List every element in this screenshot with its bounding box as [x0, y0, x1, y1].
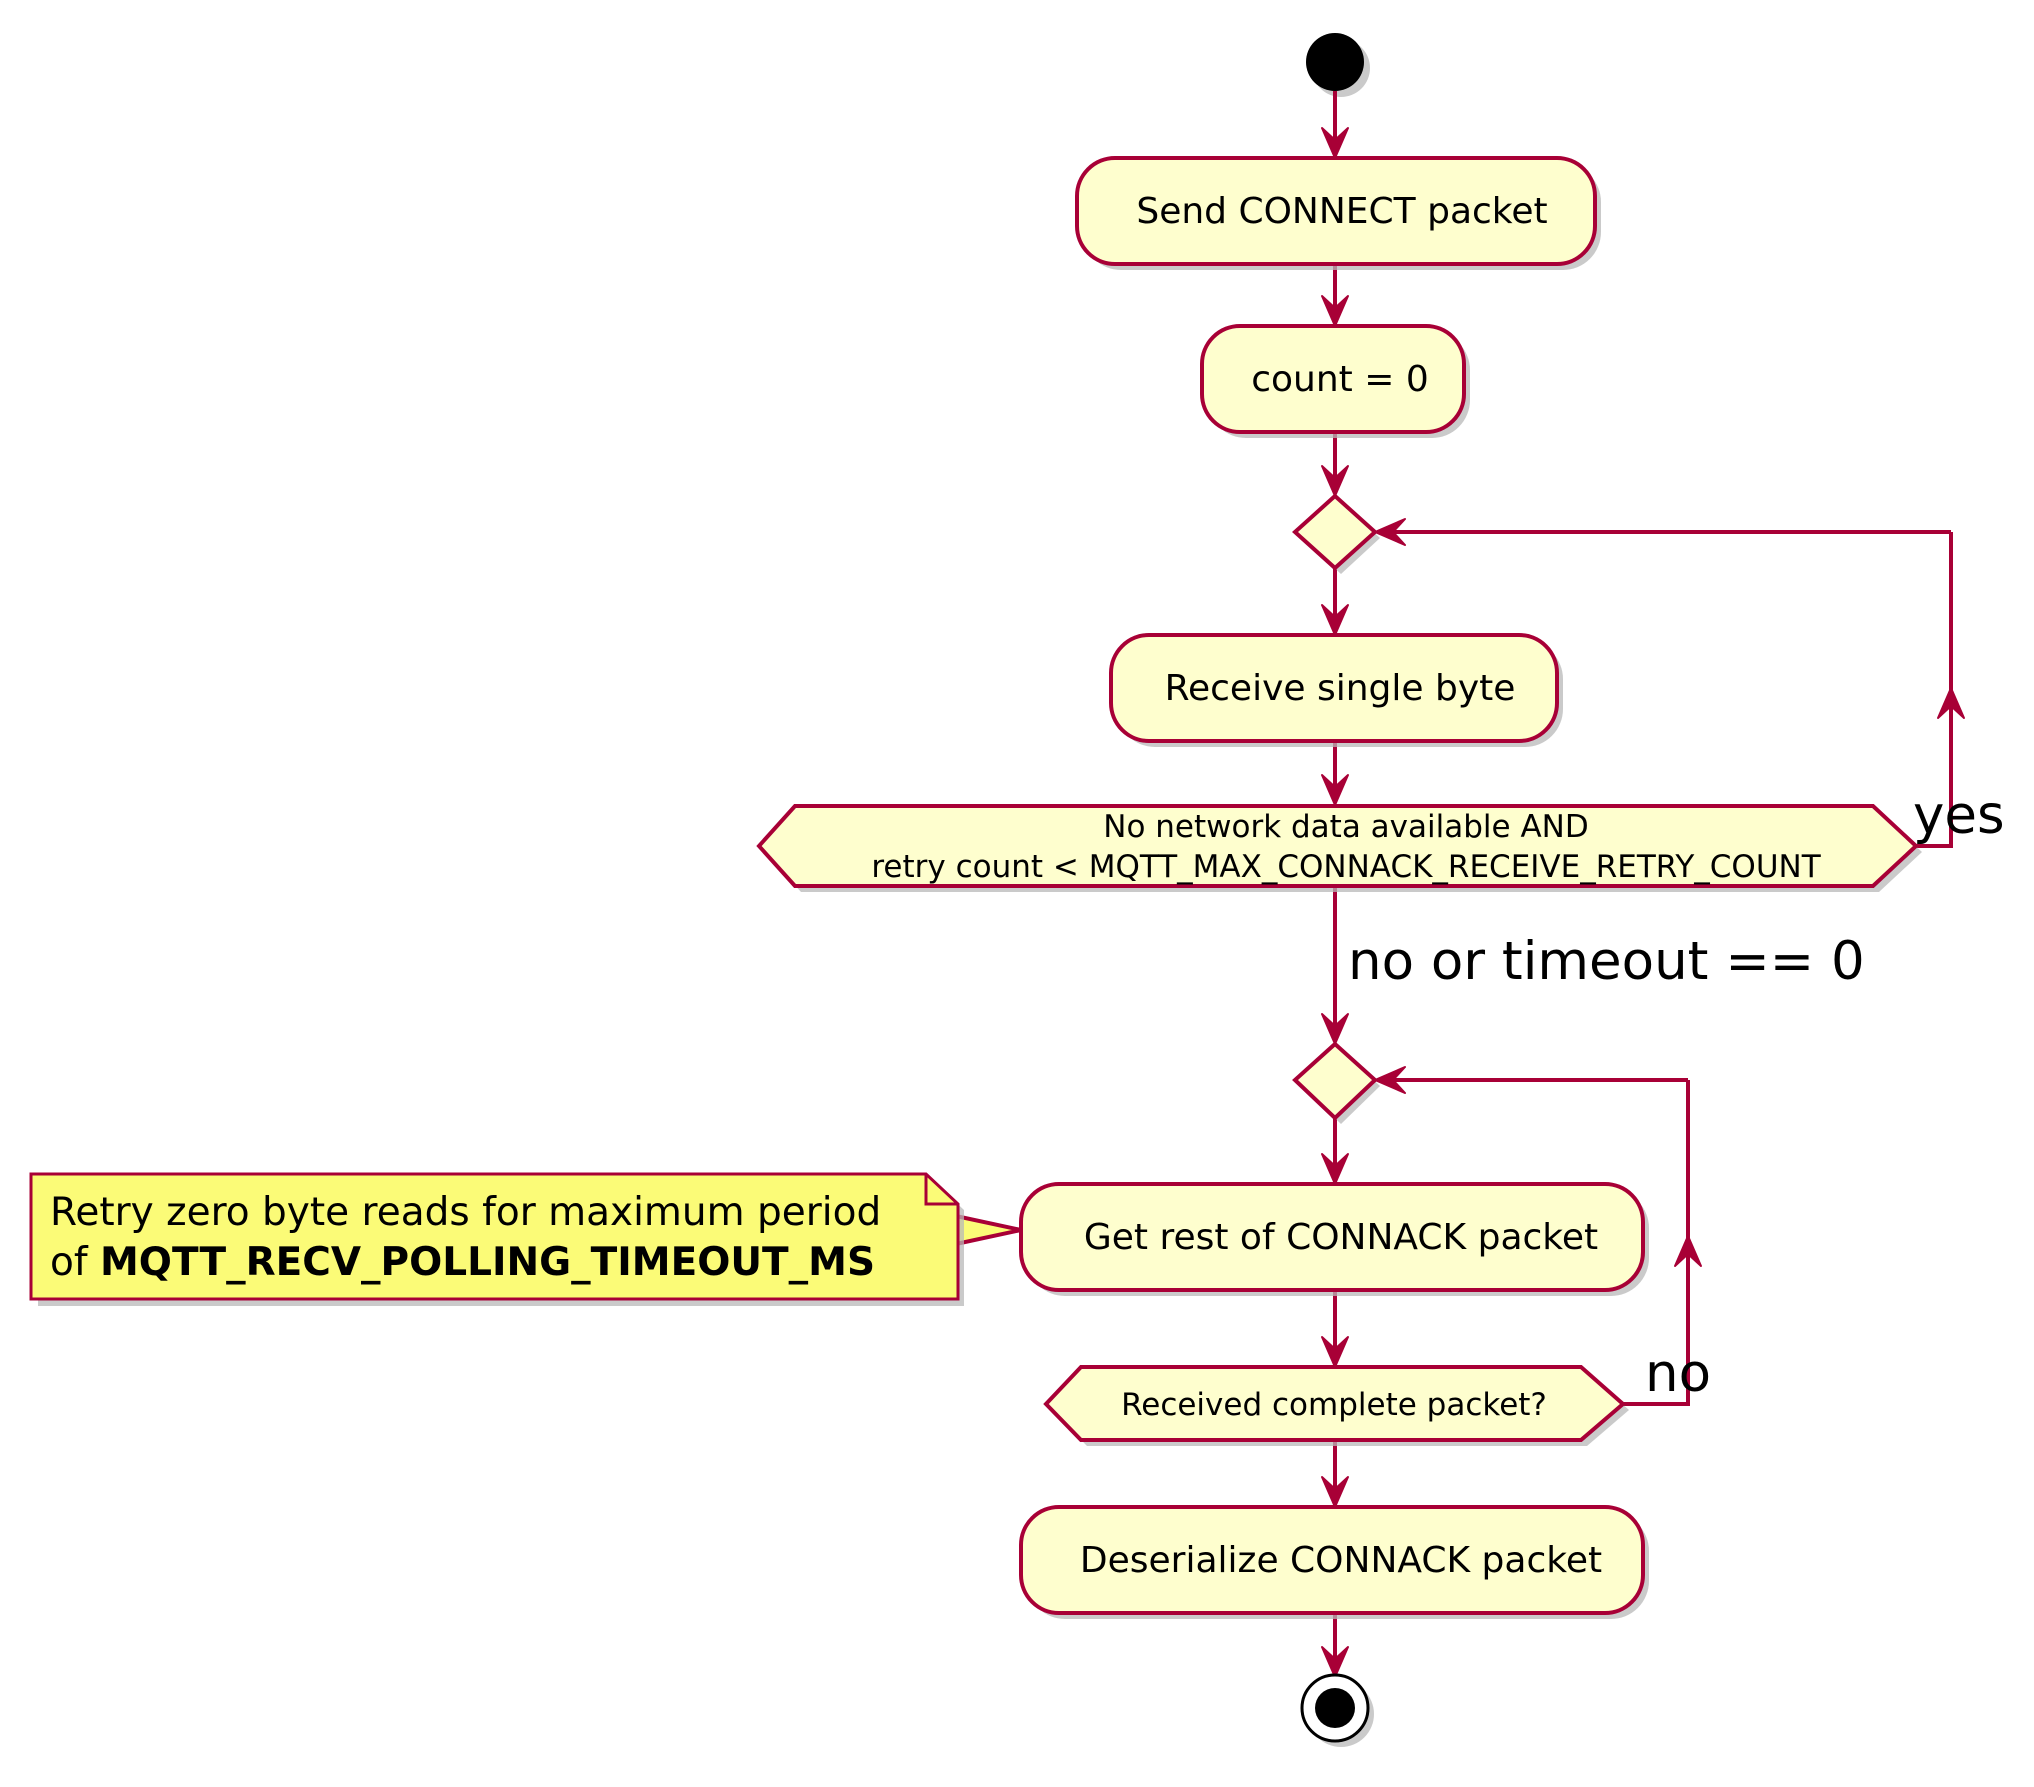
- merge-diamond-2: [1292, 1041, 1380, 1124]
- retry-condition-line2: retry count < MQTT_MAX_CONNACK_RECEIVE_R…: [871, 849, 1821, 885]
- action-send-connect: Send CONNECT packet: [1075, 156, 1601, 270]
- note-retry-zero-byte: Retry zero byte reads for maximum period…: [29, 1172, 964, 1306]
- retry-condition-line1: No network data available AND: [1103, 809, 1588, 845]
- svg-text:Retry zero byte reads for maxi: Retry zero byte reads for maximum period: [50, 1190, 881, 1235]
- action-get-rest: Get rest of CONNACK packet: [1019, 1182, 1649, 1296]
- start-node: [1306, 33, 1370, 97]
- end-node: [1300, 1673, 1374, 1747]
- count-init-label: count = 0: [1251, 359, 1429, 400]
- svg-text:of MQTT_RECV_POLLING_TIMEOUT_M: of MQTT_RECV_POLLING_TIMEOUT_MS: [50, 1240, 875, 1285]
- note-line-2-prefix: of: [50, 1240, 100, 1285]
- get-rest-label: Get rest of CONNACK packet: [1084, 1217, 1598, 1258]
- action-count-init: count = 0: [1200, 324, 1470, 438]
- note-line-2-bold: MQTT_RECV_POLLING_TIMEOUT_MS: [100, 1240, 875, 1285]
- action-receive-byte: Receive single byte: [1109, 633, 1563, 747]
- note-line-1: Retry zero byte reads for maximum period: [50, 1190, 881, 1235]
- edge-label-no: no: [1645, 1343, 1711, 1404]
- edge-label-yes: yes: [1913, 785, 2005, 846]
- complete-condition-label: Received complete packet?: [1121, 1387, 1547, 1423]
- send-connect-label: Send CONNECT packet: [1136, 191, 1547, 232]
- edge-label-exit: no or timeout == 0: [1348, 931, 1865, 992]
- merge-diamond-1: [1292, 493, 1380, 574]
- flow-arrows: [954, 91, 1965, 1678]
- action-deserialize: Deserialize CONNACK packet: [1019, 1505, 1649, 1619]
- retry-condition: No network data available AND retry coun…: [756, 804, 1922, 892]
- receive-byte-label: Receive single byte: [1165, 668, 1516, 709]
- complete-condition: Received complete packet?: [1043, 1365, 1629, 1446]
- deserialize-label: Deserialize CONNACK packet: [1080, 1540, 1602, 1581]
